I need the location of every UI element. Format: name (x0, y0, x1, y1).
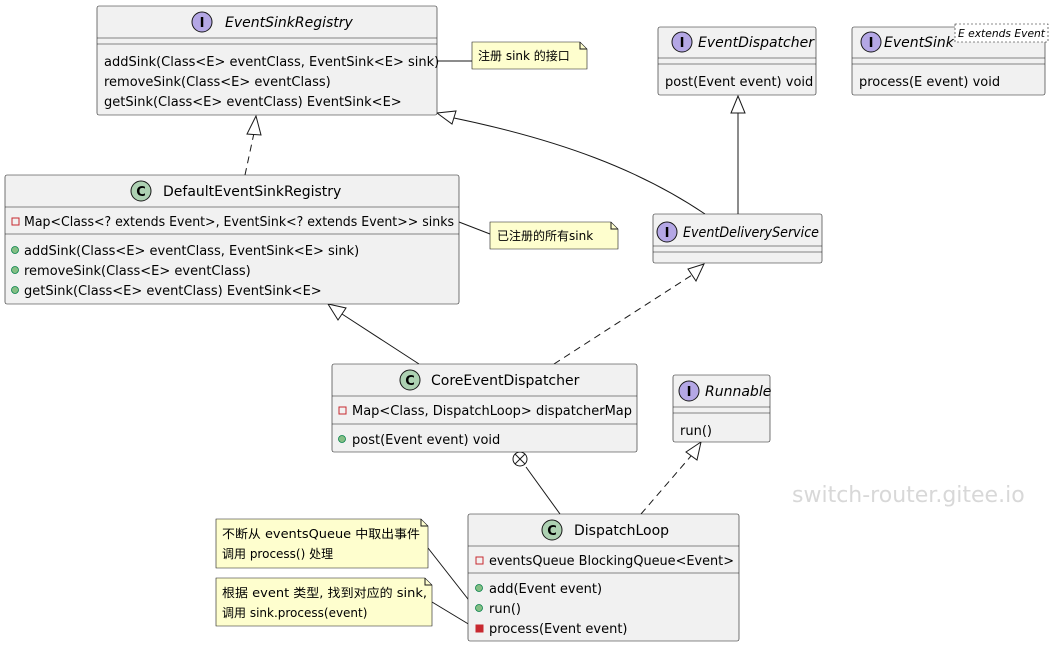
badge-letter: C (547, 524, 557, 539)
badge-letter: I (869, 36, 874, 51)
method: run() (680, 424, 712, 439)
badge-letter: I (200, 16, 205, 31)
method: process(Event event) (489, 622, 628, 637)
edge-registry-realization (244, 114, 262, 176)
class-name: EventSinkRegistry (225, 15, 354, 31)
interface-badge-icon (656, 221, 678, 243)
class-name: EventDeliveryService (683, 225, 819, 241)
class-badge-icon (541, 519, 563, 541)
class-event-sink-registry[interactable]: I EventSinkRegistry addSink(Class<E> eve… (96, 5, 439, 116)
class-name: DispatchLoop (574, 523, 669, 539)
note-connector-take-events (427, 547, 476, 609)
badge-letter: I (687, 385, 692, 400)
method: run() (489, 602, 521, 617)
generic-parameter-box (954, 23, 1049, 43)
method: process(E event) void (859, 75, 1000, 90)
edge-core-extends-default (326, 303, 420, 365)
class-badge-icon (130, 180, 152, 202)
badge-letter: C (405, 374, 415, 389)
private-field-icon (475, 556, 484, 565)
svg-text:已注册的所有sink: 已注册的所有sink (497, 228, 593, 243)
interface-badge-icon (678, 380, 700, 402)
public-method-icon (11, 246, 19, 254)
edge-delivery-extends-registry (435, 110, 706, 215)
svg-text:不断从 eventsQueue 中取出事件: 不断从 eventsQueue 中取出事件 (222, 526, 420, 541)
watermark: switch-router.gitee.io (792, 483, 1025, 508)
class-event-delivery-service[interactable]: I EventDeliveryService (652, 213, 823, 264)
method: post(Event event) void (352, 433, 500, 448)
method: post(Event event) void (665, 75, 813, 90)
class-default-event-sink-registry[interactable]: C DefaultEventSinkRegistry Map<Class<? e… (4, 174, 460, 305)
note-take-events: 不断从 eventsQueue 中取出事件 调用 process() 处理 (215, 518, 429, 569)
note-connector-sinks (458, 221, 491, 235)
class-runnable[interactable]: I Runnable run() (672, 374, 771, 443)
badge-letter: I (665, 226, 670, 241)
class-name: DefaultEventSinkRegistry (163, 184, 341, 200)
note-registered-sinks: 已注册的所有sink (489, 221, 619, 250)
class-event-sink[interactable]: I EventSink E extends Event process(E ev… (851, 23, 1049, 96)
svg-text:注册 sink 的接口: 注册 sink 的接口 (478, 48, 570, 63)
public-method-icon (475, 604, 483, 612)
note-find-sink: 根据 event 类型, 找到对应的 sink, 调用 sink.process… (215, 577, 433, 627)
class-name: CoreEventDispatcher (431, 373, 580, 389)
method: add(Event event) (489, 582, 602, 597)
public-method-icon (11, 266, 19, 274)
svg-text:根据 event 类型, 找到对应的 sink,: 根据 event 类型, 找到对应的 sink, (222, 585, 427, 600)
field: eventsQueue BlockingQueue<Event> (489, 554, 734, 569)
interface-badge-icon (860, 31, 882, 53)
method: getSink(Class<E> eventClass) EventSink<E… (24, 284, 322, 299)
edge-loop-realizes-runnable (640, 440, 702, 515)
private-method-icon (475, 624, 484, 633)
public-method-icon (475, 584, 483, 592)
svg-text:调用 process() 处理: 调用 process() 处理 (222, 547, 333, 561)
class-dispatch-loop[interactable]: C DispatchLoop eventsQueue BlockingQueue… (467, 513, 740, 642)
method: removeSink(Class<E> eventClass) (104, 75, 331, 90)
generic-parameter: E extends Event (958, 27, 1046, 40)
interface-badge-icon (671, 31, 693, 53)
class-name: EventSink (884, 35, 955, 51)
edge-delivery-extends-dispatcher (730, 94, 746, 214)
method: addSink(Class<E> eventClass, EventSink<E… (24, 244, 359, 259)
badge-letter: I (680, 36, 685, 51)
method: removeSink(Class<E> eventClass) (24, 264, 251, 279)
class-event-dispatcher[interactable]: I EventDispatcher post(Event event) void (657, 26, 817, 96)
badge-letter: C (136, 185, 146, 200)
class-name: Runnable (705, 384, 771, 400)
edge-core-realizes-delivery (553, 263, 705, 365)
class-badge-icon (399, 369, 421, 391)
private-field-icon (338, 406, 347, 415)
field: Map<Class<? extends Event>, EventSink<? … (24, 215, 454, 230)
svg-text:调用 sink.process(event): 调用 sink.process(event) (222, 606, 367, 620)
edge-core-nests-loop (512, 451, 561, 515)
field: Map<Class, DispatchLoop> dispatcherMap (352, 404, 632, 419)
private-field-icon (11, 217, 20, 226)
public-method-icon (11, 286, 19, 294)
interface-badge-icon (191, 11, 213, 33)
class-name: EventDispatcher (698, 35, 815, 51)
method: addSink(Class<E> eventClass, EventSink<E… (104, 55, 439, 70)
note-register-sink: 注册 sink 的接口 (471, 41, 588, 70)
class-core-event-dispatcher[interactable]: C CoreEventDispatcher Map<Class, Dispatc… (331, 363, 638, 453)
public-method-icon (338, 435, 346, 443)
method: getSink(Class<E> eventClass) EventSink<E… (104, 95, 402, 110)
